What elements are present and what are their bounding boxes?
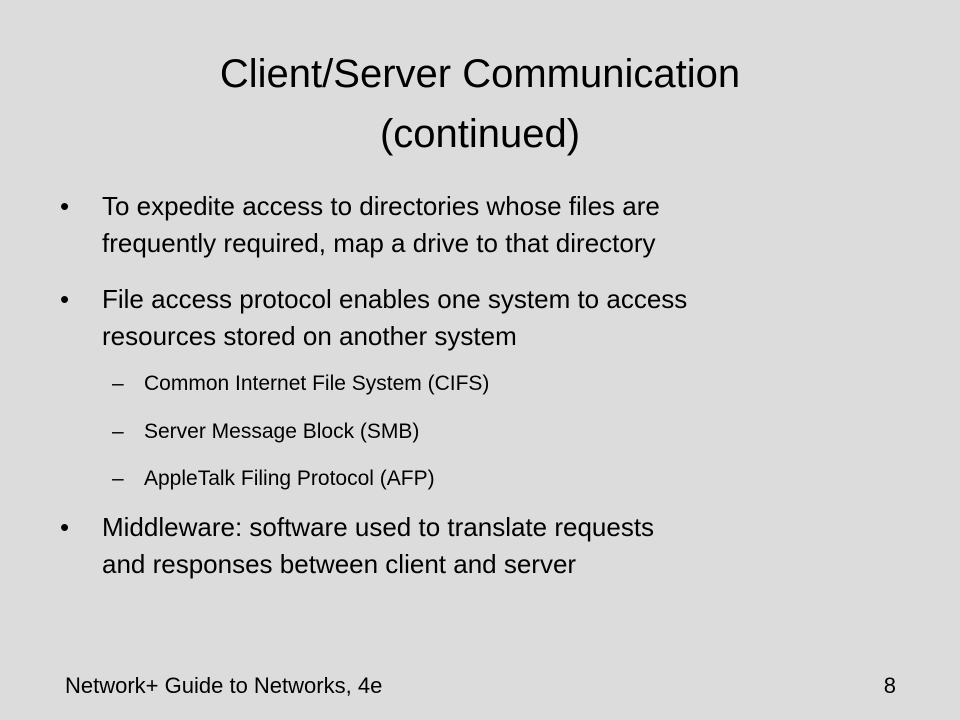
bullet-text-line: To expedite access to directories whose …: [102, 191, 660, 221]
bullet-text: File access protocol enables one system …: [102, 281, 902, 355]
sub-bullet-marker: –: [112, 467, 124, 490]
bullet-text-line: and responses between client and server: [102, 549, 577, 579]
bullet-text-line: File access protocol enables one system …: [102, 284, 688, 314]
slide-title-line-1: Client/Server Communication: [219, 52, 741, 96]
sub-bullet-text: AppleTalk Filing Protocol (AFP): [144, 467, 435, 490]
sub-bullet-text: Server Message Block (SMB): [144, 420, 420, 443]
bullet-marker: •: [60, 512, 70, 542]
bullet-text-line: frequently required, map a drive to that…: [102, 228, 656, 258]
slide-title-line-2: (continued): [379, 112, 581, 156]
bullet-text: Middleware: software used to translate r…: [102, 509, 902, 583]
bullet-marker: •: [60, 284, 70, 314]
sub-bullet-marker: –: [112, 420, 124, 443]
sub-bullet-marker: –: [112, 372, 124, 395]
bullet-text: To expedite access to directories whose …: [102, 188, 902, 262]
sub-bullet-text: Common Internet File System (CIFS): [144, 372, 490, 395]
footer-book-title: Network+ Guide to Networks, 4e: [65, 673, 383, 698]
bullet-text-line: Middleware: software used to translate r…: [102, 512, 655, 542]
page-number: 8: [883, 673, 896, 698]
bullet-marker: •: [60, 191, 70, 221]
bullet-text-line: resources stored on another system: [102, 321, 517, 351]
